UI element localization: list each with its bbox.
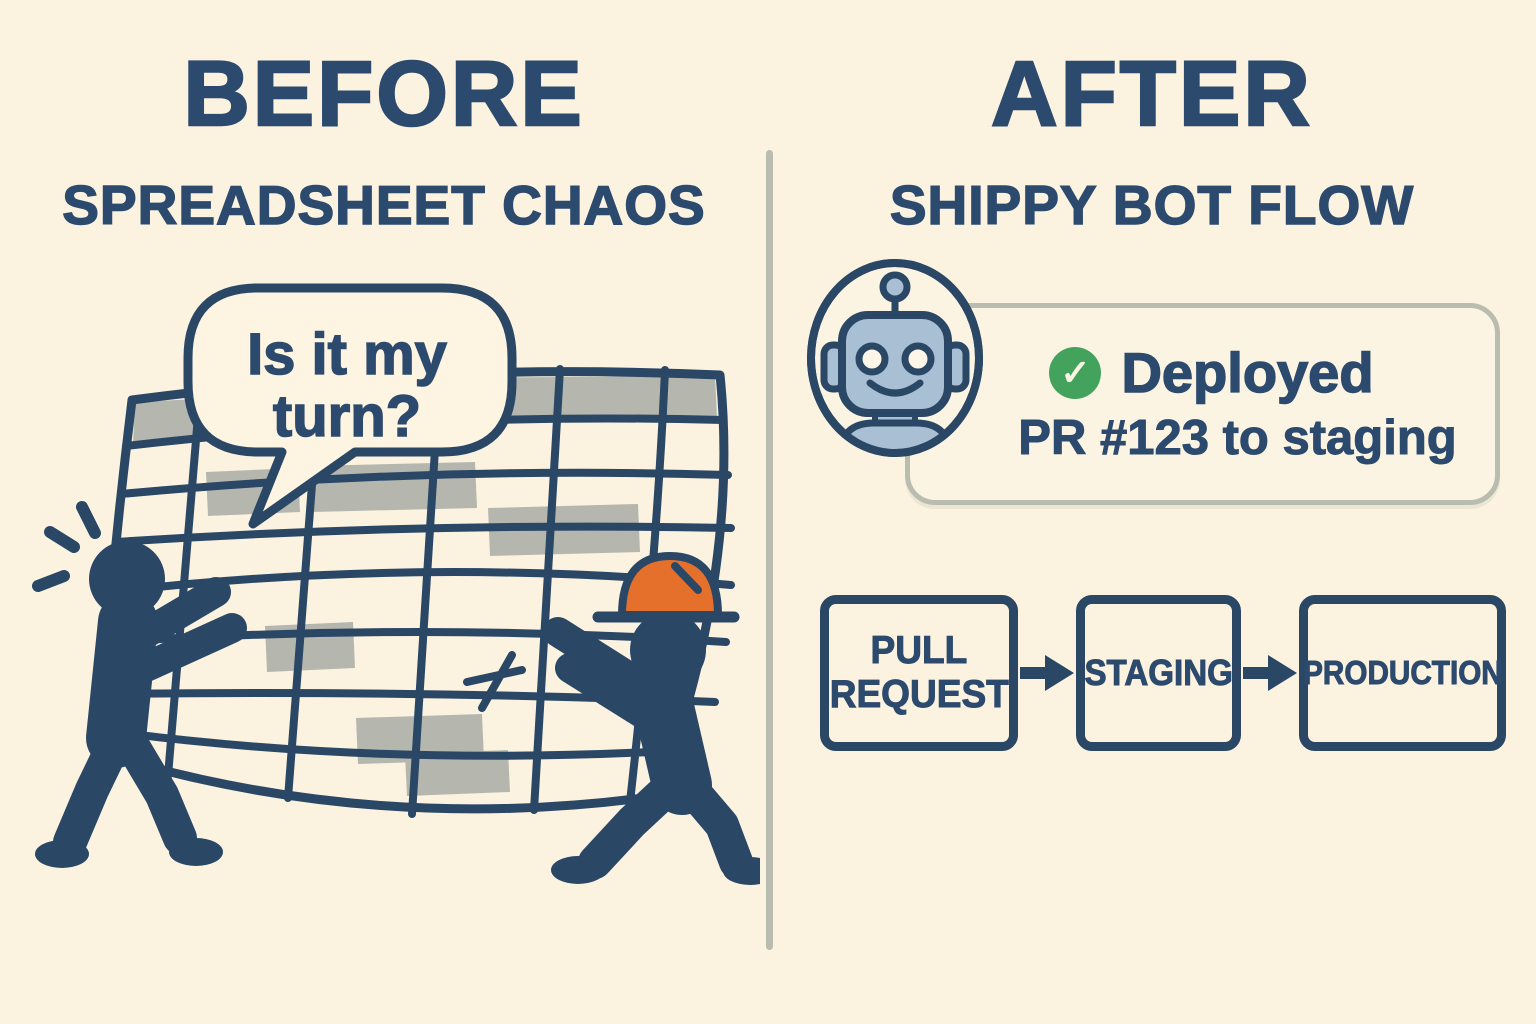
robot-eye-right	[901, 342, 935, 376]
before-subtitle: SPREADSHEET CHAOS	[62, 174, 706, 236]
check-circle-icon: ✓	[1049, 347, 1102, 400]
flow-step-staging-line1: STAGING	[1084, 651, 1233, 694]
robot-eye-left	[855, 342, 889, 376]
after-subtitle: SHIPPY BOT FLOW	[889, 174, 1415, 236]
stick-figure-left	[32, 501, 247, 868]
speech-bubble-text: Is it my turn?	[246, 321, 447, 450]
flow-step-pull-request-line1: PULL	[870, 629, 968, 673]
speech-bubble	[183, 283, 517, 529]
flow-step-pull-request: PULL REQUEST	[820, 595, 1018, 751]
deploy-detail-text: PR #123 to staging	[1018, 410, 1457, 465]
crack-mark-icon	[463, 651, 526, 712]
spreadsheet-chaos-illustration: Is it my turn?	[32, 283, 760, 885]
arrow-right-icon	[1243, 655, 1297, 691]
deploy-notification-card: ✓ Deployed PR #123 to staging	[905, 303, 1500, 505]
flow-step-production: PRODUCTION	[1299, 595, 1506, 751]
after-title: AFTER	[990, 43, 1313, 145]
stick-figure-right	[543, 552, 760, 885]
robot-smile	[866, 379, 924, 397]
flow-step-staging: STAGING	[1076, 595, 1241, 751]
speech-bubble-line1: Is it my	[247, 322, 447, 387]
deploy-status-line: ✓ Deployed	[1049, 340, 1375, 404]
before-panel: BEFORE SPREADSHEET CHAOS	[32, 43, 760, 885]
flow-step-production-line1: PRODUCTION	[1302, 653, 1503, 691]
after-panel: AFTER SHIPPY BOT FLOW ✓ Deployed PR #123…	[768, 0, 1536, 1024]
hard-hat-icon	[592, 552, 740, 623]
arrow-right-icon	[1020, 655, 1074, 691]
panel-divider	[766, 150, 773, 950]
surprise-marks-icon	[32, 501, 101, 592]
speech-bubble-line2: turn?	[273, 384, 421, 449]
deploy-status-text: Deployed	[1121, 340, 1375, 404]
robot-icon	[807, 259, 983, 457]
pipeline-flow: PULL REQUEST STAGING PRODUCTION	[820, 593, 1510, 753]
before-title: BEFORE	[182, 43, 585, 145]
flow-step-pull-request-line2: REQUEST	[829, 673, 1009, 717]
